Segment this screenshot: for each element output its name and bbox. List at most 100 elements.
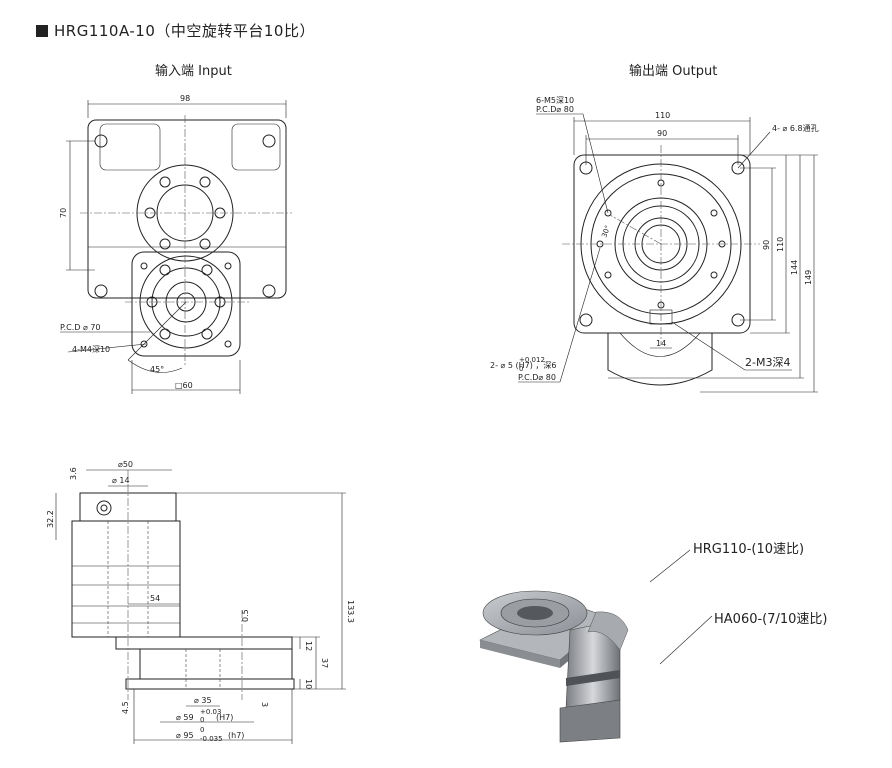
bolt-hole — [199, 176, 211, 188]
bolt-hole — [201, 328, 213, 340]
dim-d95: ⌀ 95 — [176, 731, 194, 740]
d59-fit: (H7) — [216, 713, 233, 722]
lower-housing — [607, 333, 713, 386]
angle-arc — [127, 359, 183, 373]
dim-98: 98 — [180, 94, 190, 103]
m5-hole — [604, 209, 612, 217]
dim-110w: 110 — [655, 111, 670, 120]
m4-hole — [140, 340, 148, 348]
thru-hole — [579, 313, 593, 327]
side-hole — [96, 500, 112, 516]
render-reducer-arm — [587, 611, 629, 651]
bolt-hole — [159, 176, 171, 188]
dim-70: 70 — [59, 208, 68, 218]
d95-tol-sub: -0.035 — [200, 735, 223, 743]
mount-hole — [262, 134, 276, 148]
bolt-hole — [201, 264, 213, 276]
dim-12: 12 — [304, 641, 313, 651]
dim-36: 3.6 — [69, 467, 78, 480]
dim-3: 3 — [260, 702, 269, 707]
dim-d14: ⌀ 14 — [112, 476, 130, 485]
m5-hole — [604, 271, 612, 279]
m4-note: 4-M4深10 — [72, 345, 110, 354]
d59-tol-sub: 0 — [200, 716, 204, 724]
angle-ray — [127, 301, 187, 361]
m4-hole — [140, 262, 148, 270]
dim-d50: ⌀50 — [118, 460, 133, 469]
pin-tol-sub: 0 — [519, 365, 523, 373]
dim-sq60: □60 — [175, 381, 193, 390]
bolt-hole — [199, 238, 211, 250]
dim-90h: 90 — [762, 240, 771, 250]
m5-hole — [710, 271, 718, 279]
render-base-edge — [480, 640, 560, 668]
m5-hole — [710, 209, 718, 217]
d95-tol-sup: 0 — [200, 726, 204, 734]
side-view: ⌀50 ⌀ 14 3.6 32.2 54 0.5 133.3 12 37 10 … — [46, 460, 355, 744]
render-top-bore — [517, 606, 553, 620]
dim-90w: 90 — [657, 129, 667, 138]
d59-tol-sup: +0.03 — [200, 708, 221, 716]
input-body-outline — [87, 119, 287, 299]
mount-hole — [94, 134, 108, 148]
bolt-hole — [159, 238, 171, 250]
pin-note: 2- ⌀ 5 (H7) ，深6 — [490, 361, 557, 370]
dim-149: 149 — [804, 270, 813, 285]
input-view: 98 70 P.C.D ⌀ 70 4-M4深10 45° □60 — [59, 94, 292, 394]
dim-d35: ⌀ 35 — [194, 696, 212, 705]
dim-37: 37 — [320, 658, 329, 668]
pcd-70: P.C.D ⌀ 70 — [60, 323, 101, 332]
dim-322: 32.2 — [46, 510, 55, 528]
m5-note: 6-M5深10 — [536, 96, 574, 105]
dim-45: 4.5 — [121, 701, 130, 714]
input-corner-slot-right — [231, 123, 281, 171]
callout-line-hrg — [649, 549, 691, 583]
pcd80-top: P.C.D⌀ 80 — [536, 105, 574, 114]
dim-10: 10 — [304, 679, 313, 689]
dim-54: 54 — [150, 594, 160, 603]
angle-45: 45° — [150, 365, 164, 374]
pcd80-bottom: P.C.D⌀ 80 — [518, 373, 556, 382]
page-title: HRG110A-10（中空旋转平台10比） — [36, 20, 315, 41]
m4-hole — [224, 340, 232, 348]
angle-30: 30° — [600, 224, 612, 238]
leader — [737, 131, 771, 169]
callout-hrg: HRG110-(10速比) — [693, 542, 805, 557]
d95-fit: (h7) — [228, 731, 244, 740]
title-text: HRG110A-10（中空旋转平台10比） — [54, 22, 315, 40]
dim-14: 14 — [656, 339, 666, 348]
side-hole-inner — [100, 504, 108, 512]
callout-line-ha — [659, 615, 713, 665]
m3-note: 2-M3深4 — [745, 356, 790, 369]
motor-flange — [131, 251, 241, 357]
base-bottom — [125, 678, 295, 690]
base-plate — [115, 636, 293, 650]
dim-05: 0.5 — [241, 609, 250, 622]
callout-ha: HA060-(7/10速比) — [714, 612, 828, 627]
leader — [582, 113, 609, 214]
leader — [671, 321, 746, 371]
leader — [559, 247, 601, 383]
output-view: 110 90 4- ⌀ 6.8通孔 6-M5深10 P.C.D⌀ 80 30° … — [490, 96, 819, 393]
m4-hole — [224, 262, 232, 270]
input-corner-slot-left — [99, 123, 161, 171]
bullet-square-icon — [36, 25, 48, 37]
lower-housing-arc — [619, 332, 701, 357]
input-view-label: 输入端 Input — [155, 64, 232, 79]
thru-hole-note: 4- ⌀ 6.8通孔 — [772, 123, 819, 133]
centerline — [609, 214, 662, 245]
dim-110h: 110 — [776, 237, 785, 252]
product-render — [479, 549, 713, 743]
pin-tol-sup: +0.012 — [519, 356, 545, 364]
render-motor-flange — [559, 699, 621, 743]
dim-144: 144 — [790, 260, 799, 275]
dim-d59: ⌀ 59 — [176, 713, 194, 722]
motor-body — [71, 520, 181, 638]
base-body — [139, 648, 293, 680]
render-motor-band — [566, 670, 620, 686]
output-view-label: 输出端 Output — [629, 64, 718, 79]
dim-1333: 133.3 — [346, 600, 355, 623]
bolt-hole — [159, 328, 171, 340]
mount-hole — [262, 284, 276, 298]
